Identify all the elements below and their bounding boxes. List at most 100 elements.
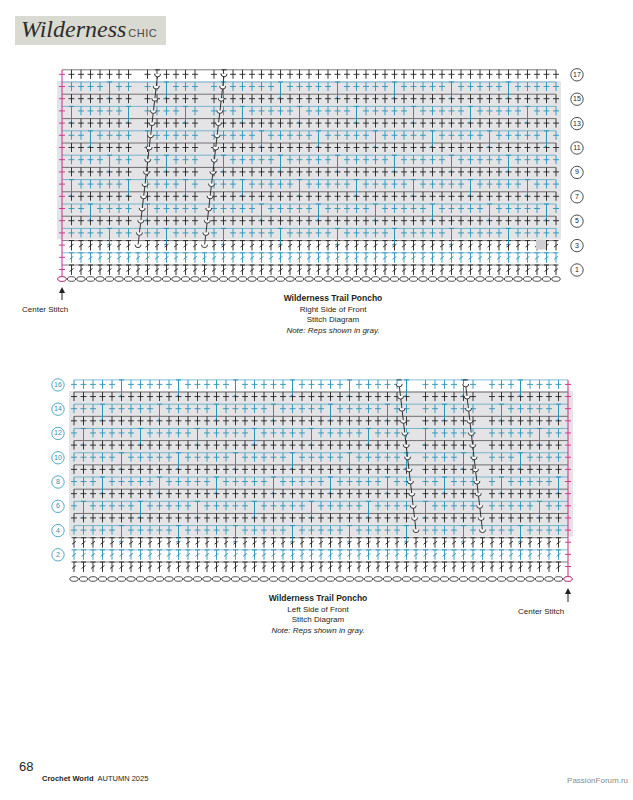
single-crochet-symbol [233, 501, 239, 510]
single-crochet-symbol [242, 477, 248, 486]
cable-stitch [478, 517, 484, 520]
single-crochet-symbol [252, 453, 258, 462]
single-crochet-symbol [78, 94, 84, 103]
post-stitch-symbol [297, 180, 302, 197]
double-crochet-symbol [395, 562, 400, 572]
single-crochet-symbol [297, 94, 303, 103]
double-crochet-symbol [176, 562, 181, 572]
row-number-circle [571, 215, 583, 227]
double-crochet-symbol [129, 538, 134, 548]
single-crochet-symbol [261, 465, 267, 474]
double-crochet-symbol [525, 253, 530, 263]
single-crochet-symbol [221, 204, 227, 213]
single-crochet-symbol [185, 489, 191, 498]
single-crochet-symbol [242, 380, 248, 389]
post-stitch-symbol [518, 380, 523, 397]
chain-stitch [457, 277, 465, 282]
single-crochet-symbol [468, 143, 474, 152]
row-number: 11 [573, 144, 580, 152]
single-crochet-symbol [527, 513, 533, 522]
post-stitch-symbol [487, 204, 492, 221]
single-crochet-symbol [242, 392, 248, 401]
single-crochet-symbol [316, 106, 322, 115]
chart-caption: Right Side of Front [300, 305, 367, 314]
single-crochet-symbol [297, 216, 303, 225]
double-crochet-symbol [126, 253, 131, 263]
single-crochet-symbol [527, 441, 533, 450]
single-crochet-symbol [242, 465, 248, 474]
post-stitch-symbol [119, 453, 124, 470]
single-crochet-symbol [204, 513, 210, 522]
post-stitch-symbol [544, 204, 549, 221]
single-crochet-symbol [489, 513, 495, 522]
single-crochet-symbol [318, 392, 324, 401]
post-stitch-symbol [183, 106, 188, 123]
chain-stitch [371, 277, 379, 282]
single-crochet-symbol [392, 131, 398, 140]
single-crochet-symbol [439, 167, 445, 176]
double-crochet-symbol [100, 550, 105, 560]
chain-stitch [248, 277, 256, 282]
single-crochet-symbol [78, 82, 84, 91]
double-crochet-symbol [345, 253, 350, 263]
single-crochet-symbol [240, 204, 246, 213]
single-crochet-symbol [544, 70, 550, 79]
single-crochet-symbol [211, 228, 217, 237]
double-crochet-symbol [338, 538, 343, 548]
single-crochet-symbol [71, 477, 77, 486]
post-stitch-symbol [259, 204, 264, 221]
single-crochet-symbol [461, 441, 467, 450]
single-crochet-symbol [78, 180, 84, 189]
chain-stitch [400, 277, 408, 282]
double-crochet-symbol [383, 265, 388, 275]
double-crochet-symbol [499, 550, 504, 560]
single-crochet-symbol [423, 526, 429, 535]
double-crochet-symbol [385, 562, 390, 572]
post-stitch-symbol [518, 526, 523, 543]
double-crochet-symbol [290, 562, 295, 572]
single-crochet-symbol [534, 180, 540, 189]
single-crochet-symbol [78, 216, 84, 225]
single-crochet-symbol [109, 526, 115, 535]
single-crochet-symbol [233, 404, 239, 413]
chain-stitch [564, 577, 572, 582]
single-crochet-symbol [185, 453, 191, 462]
single-crochet-symbol [449, 192, 455, 201]
single-crochet-symbol [354, 82, 360, 91]
chain-stitch [153, 277, 161, 282]
chain-stitch [58, 277, 66, 282]
double-crochet-symbol [316, 265, 321, 275]
post-stitch-symbol [499, 477, 504, 494]
double-crochet-symbol [423, 562, 428, 572]
double-crochet-symbol [461, 550, 466, 560]
single-crochet-symbol [363, 131, 369, 140]
single-crochet-symbol [375, 489, 381, 498]
single-crochet-symbol [451, 404, 457, 413]
single-crochet-symbol [356, 526, 362, 535]
single-crochet-symbol [306, 167, 312, 176]
single-crochet-symbol [299, 501, 305, 510]
single-crochet-symbol [154, 192, 160, 201]
post-stitch-symbol [468, 180, 473, 197]
single-crochet-symbol [268, 70, 274, 79]
single-crochet-symbol [306, 180, 312, 189]
single-crochet-symbol [157, 513, 163, 522]
double-crochet-symbol [309, 550, 314, 560]
single-crochet-symbol [90, 526, 96, 535]
double-crochet-symbol [430, 265, 435, 275]
post-stitch-symbol [411, 180, 416, 197]
single-crochet-symbol [328, 513, 334, 522]
double-crochet-symbol [354, 265, 359, 275]
single-crochet-symbol [71, 465, 77, 474]
row-number: 8 [56, 478, 60, 486]
single-crochet-symbol [499, 513, 505, 522]
single-crochet-symbol [261, 501, 267, 510]
single-crochet-symbol [515, 216, 521, 225]
single-crochet-symbol [537, 489, 543, 498]
cable-stitch [214, 135, 220, 138]
single-crochet-symbol [375, 526, 381, 535]
single-crochet-symbol [109, 380, 115, 389]
single-crochet-symbol [138, 380, 144, 389]
single-crochet-symbol [518, 441, 524, 450]
single-crochet-symbol [116, 70, 122, 79]
